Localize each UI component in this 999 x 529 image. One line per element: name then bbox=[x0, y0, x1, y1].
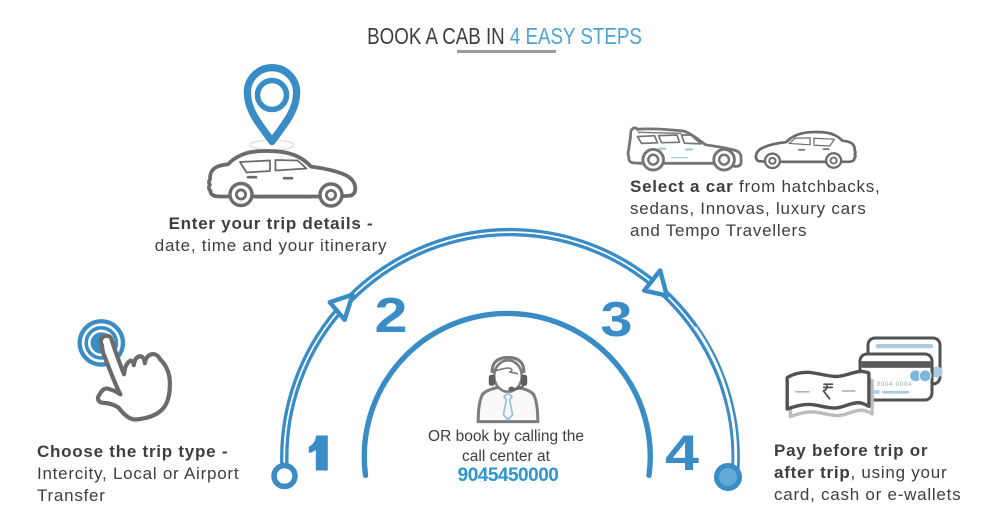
svg-text:3: 3 bbox=[601, 293, 633, 347]
svg-text:00 0004 0004: 00 0004 0004 bbox=[866, 381, 912, 388]
svg-text:2: 2 bbox=[375, 289, 408, 343]
svg-text:4: 4 bbox=[665, 425, 699, 481]
